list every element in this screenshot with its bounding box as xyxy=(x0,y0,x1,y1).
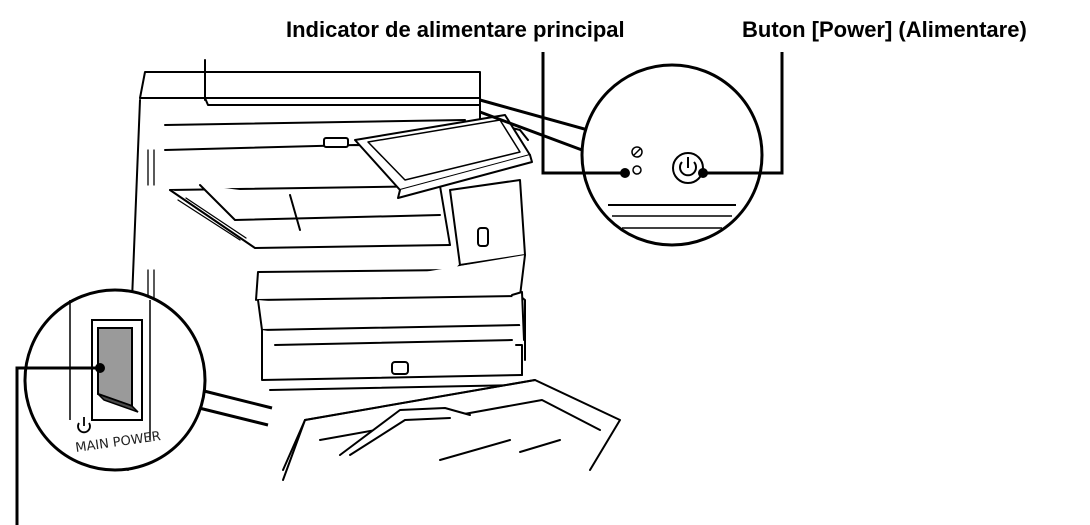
switch-callout-line xyxy=(15,363,105,525)
power-button-leader-line xyxy=(703,52,784,175)
main-power-indicator-icon xyxy=(631,146,643,175)
power-button-leader-dot xyxy=(698,168,708,178)
main-power-switch-inset: MAIN POWER xyxy=(23,288,273,472)
power-button-label: Buton [Power] (Alimentare) xyxy=(742,17,1027,42)
control-panel xyxy=(354,114,533,199)
power-button-icon xyxy=(672,152,704,184)
main-power-indicator-label: Indicator de alimentare principal xyxy=(286,17,625,42)
power-panel-inset xyxy=(479,63,764,247)
indicator-leader-line xyxy=(541,52,625,175)
main-power-symbol-icon xyxy=(77,417,91,434)
front-housing xyxy=(255,179,526,421)
indicator-leader-dot xyxy=(620,168,630,178)
bypass-tray xyxy=(282,379,621,481)
callout-lines xyxy=(541,52,784,178)
